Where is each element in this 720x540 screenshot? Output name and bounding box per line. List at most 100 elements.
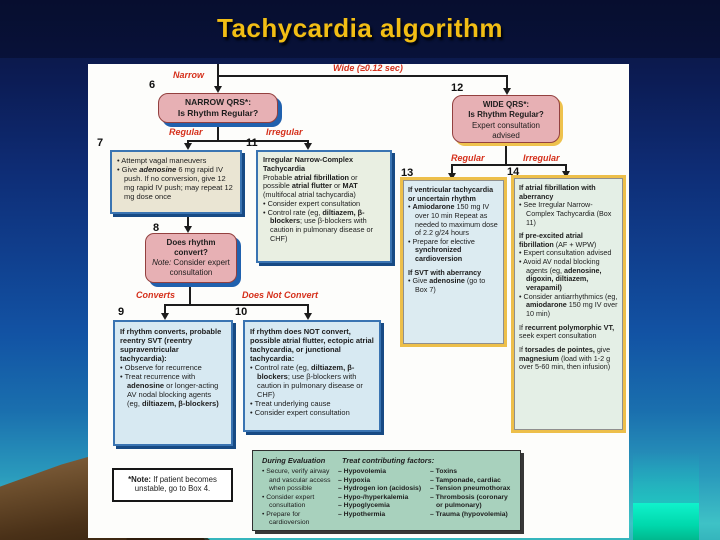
during-evaluation-columns: • Secure, verify airway and vascular acc… [262, 468, 511, 527]
box-10-rhythm-does-not-convert: If rhythm does NOT convert, possible atr… [243, 320, 381, 432]
factor-item: – Toxins [430, 468, 458, 476]
box-6-narrow-qrs: NARROW QRS*: Is Rhythm Regular? [158, 93, 278, 123]
factor-item: – Hypovolemia [338, 468, 386, 476]
box13-item: • Give adenosine (go to Box 7) [408, 276, 486, 295]
box-number-14: 14 [507, 166, 520, 178]
factor-item: – Thrombosis (coronary or pulmonary) [430, 493, 508, 510]
box6-line: NARROW QRS*: [184, 97, 252, 107]
during-evaluation-header: During Evaluation Treat contributing fac… [262, 456, 511, 465]
box14-line: If atrial fibrillation with aberrancy [519, 183, 596, 201]
box11-line: Probable atrial fibrillation or possible… [263, 172, 358, 199]
connector-line [307, 140, 309, 145]
box14-line: If torsades de pointes, give magnesium (… [519, 344, 611, 372]
note-box: *Note: If patient becomes unstable, go t… [112, 468, 233, 502]
box13-item: • Amiodarone 150 mg IV over 10 min Repea… [408, 202, 498, 238]
box7-item: • Give adenosine 6 mg rapid IV push. If … [117, 165, 233, 201]
during-evaluation-col1: • Secure, verify airway and vascular acc… [262, 468, 338, 527]
cyan-accent-bar [633, 503, 699, 540]
box14-line: If pre-excited atrial fibrillation (AF +… [519, 231, 597, 249]
branch-label-regular-wide: Regular [451, 153, 485, 163]
box-12-wide-qrs: WIDE QRS*: Is Rhythm Regular? Expert con… [452, 95, 560, 143]
box9-line: If rhythm converts, probable reentry SVT… [120, 327, 222, 363]
box-11-irregular-narrow-complex: Irregular Narrow-Complex Tachycardia Pro… [256, 150, 392, 263]
connector-line [187, 140, 189, 145]
connector-line [187, 140, 309, 142]
box13-line: If ventricular tachycardia or uncertain … [408, 185, 494, 203]
box11-item: • Consider expert consultation [263, 198, 361, 208]
box-13-ventricular-tachycardia: If ventricular tachycardia or uncertain … [403, 180, 504, 344]
box-number-6: 6 [149, 79, 156, 91]
connector-line [164, 304, 166, 314]
box10-item: • Consider expert consultation [250, 408, 350, 417]
arrow-down-icon [503, 88, 511, 95]
arrow-down-icon [562, 171, 570, 178]
arrow-down-icon [214, 86, 222, 93]
box-number-13: 13 [401, 167, 414, 179]
branch-label-irregular-wide: Irregular [523, 153, 560, 163]
box-14-atrial-fibrillation-aberrancy: If atrial fibrillation with aberrancy • … [514, 178, 623, 430]
during-evaluation-title: During Evaluation [262, 456, 326, 465]
branch-label-narrow: Narrow [173, 70, 205, 80]
box9-item: • Treat recurrence with adenosine or lon… [120, 372, 219, 408]
box-8-does-rhythm-convert: Does rhythm convert? Note: Consider expe… [145, 233, 237, 283]
box8-line: Note: Consider expert consultation [152, 258, 230, 277]
box-number-12: 12 [451, 82, 464, 94]
arrow-down-icon [304, 143, 312, 150]
connector-line [451, 164, 453, 174]
title-band [0, 0, 720, 58]
during-item: • Consider expert consultation [262, 493, 315, 510]
connector-line [217, 75, 508, 77]
box6-line: Is Rhythm Regular? [177, 108, 259, 119]
cyan-accent-glow [633, 452, 699, 503]
box7-item: • Attempt vagal maneuvers [117, 156, 207, 165]
box-7-vagal-adenosine: • Attempt vagal maneuvers • Give adenosi… [110, 150, 242, 214]
connector-line [565, 164, 567, 172]
branch-label-converts: Converts [136, 290, 176, 300]
box11-item: • Control rate (eg, diltiazem, β-blocker… [263, 207, 374, 243]
slide-title: Tachycardia algorithm [217, 13, 503, 43]
factor-item: – Hypothermia [338, 510, 386, 518]
branch-label-wide: Wide (≥0.12 sec) [333, 63, 403, 73]
treat-factors-title: Treat contributing factors: [342, 456, 435, 465]
branch-label-irregular-narrow: Irregular [266, 127, 303, 137]
contributing-factors-col2: – Toxins – Tamponade, cardiac – Tension … [430, 468, 511, 527]
box10-line: If rhythm does NOT convert, possible atr… [250, 327, 374, 363]
connector-line [189, 283, 191, 306]
arrow-down-icon [161, 313, 169, 320]
box11-line: Irregular Narrow-Complex Tachycardia [263, 155, 354, 173]
box8-line: Does rhythm convert? [166, 238, 216, 257]
box12-line: Expert consultation advised [471, 120, 541, 141]
connector-line [451, 164, 567, 166]
arrow-down-icon [184, 143, 192, 150]
factor-item: – Hypoglycemia [338, 502, 390, 510]
box10-item: • Treat underlying cause [250, 399, 331, 408]
box9-item: • Observe for recurrence [120, 363, 202, 372]
box-number-8: 8 [153, 222, 160, 234]
box12-line: Is Rhythm Regular? [468, 110, 544, 120]
box14-item: • Consider antiarrhythmics (eg, amiodaro… [519, 291, 618, 318]
box-number-9: 9 [118, 306, 125, 318]
contributing-factors-col1: – Hypovolemia – Hypoxia – Hydrogen ion (… [338, 468, 430, 527]
during-item: • Prepare for cardioversion [262, 510, 310, 527]
box13-line: If SVT with aberrancy [408, 267, 482, 277]
box10-item: • Control rate (eg, diltiazem, β-blocker… [250, 363, 363, 399]
connector-line [187, 214, 189, 228]
note-text: *Note: If patient becomes unstable, go t… [128, 475, 217, 494]
branch-label-does-not-convert: Does Not Convert [242, 290, 319, 300]
box-number-10: 10 [235, 306, 248, 318]
connector-line [506, 75, 508, 89]
factor-item: – Hypo-/hyperkalemia [338, 493, 409, 501]
factor-item: – Tension pneumothorax [430, 485, 511, 493]
during-evaluation-box: During Evaluation Treat contributing fac… [252, 450, 521, 531]
arrow-down-icon [184, 226, 192, 233]
box14-line: If recurrent polymorphic VT, seek expert… [519, 322, 615, 341]
box-9-rhythm-converts: If rhythm converts, probable reentry SVT… [113, 320, 233, 446]
box14-item: • Expert consultation advised [519, 248, 612, 258]
connector-line [505, 143, 507, 166]
factor-item: – Trauma (hypovolemia) [430, 510, 508, 518]
factor-item: – Hypoxia [338, 476, 371, 484]
arrow-down-icon [304, 313, 312, 320]
box13-item: • Prepare for elective synchronized card… [408, 236, 475, 264]
connector-line [307, 304, 309, 314]
box12-line: WIDE QRS*: [482, 100, 530, 109]
